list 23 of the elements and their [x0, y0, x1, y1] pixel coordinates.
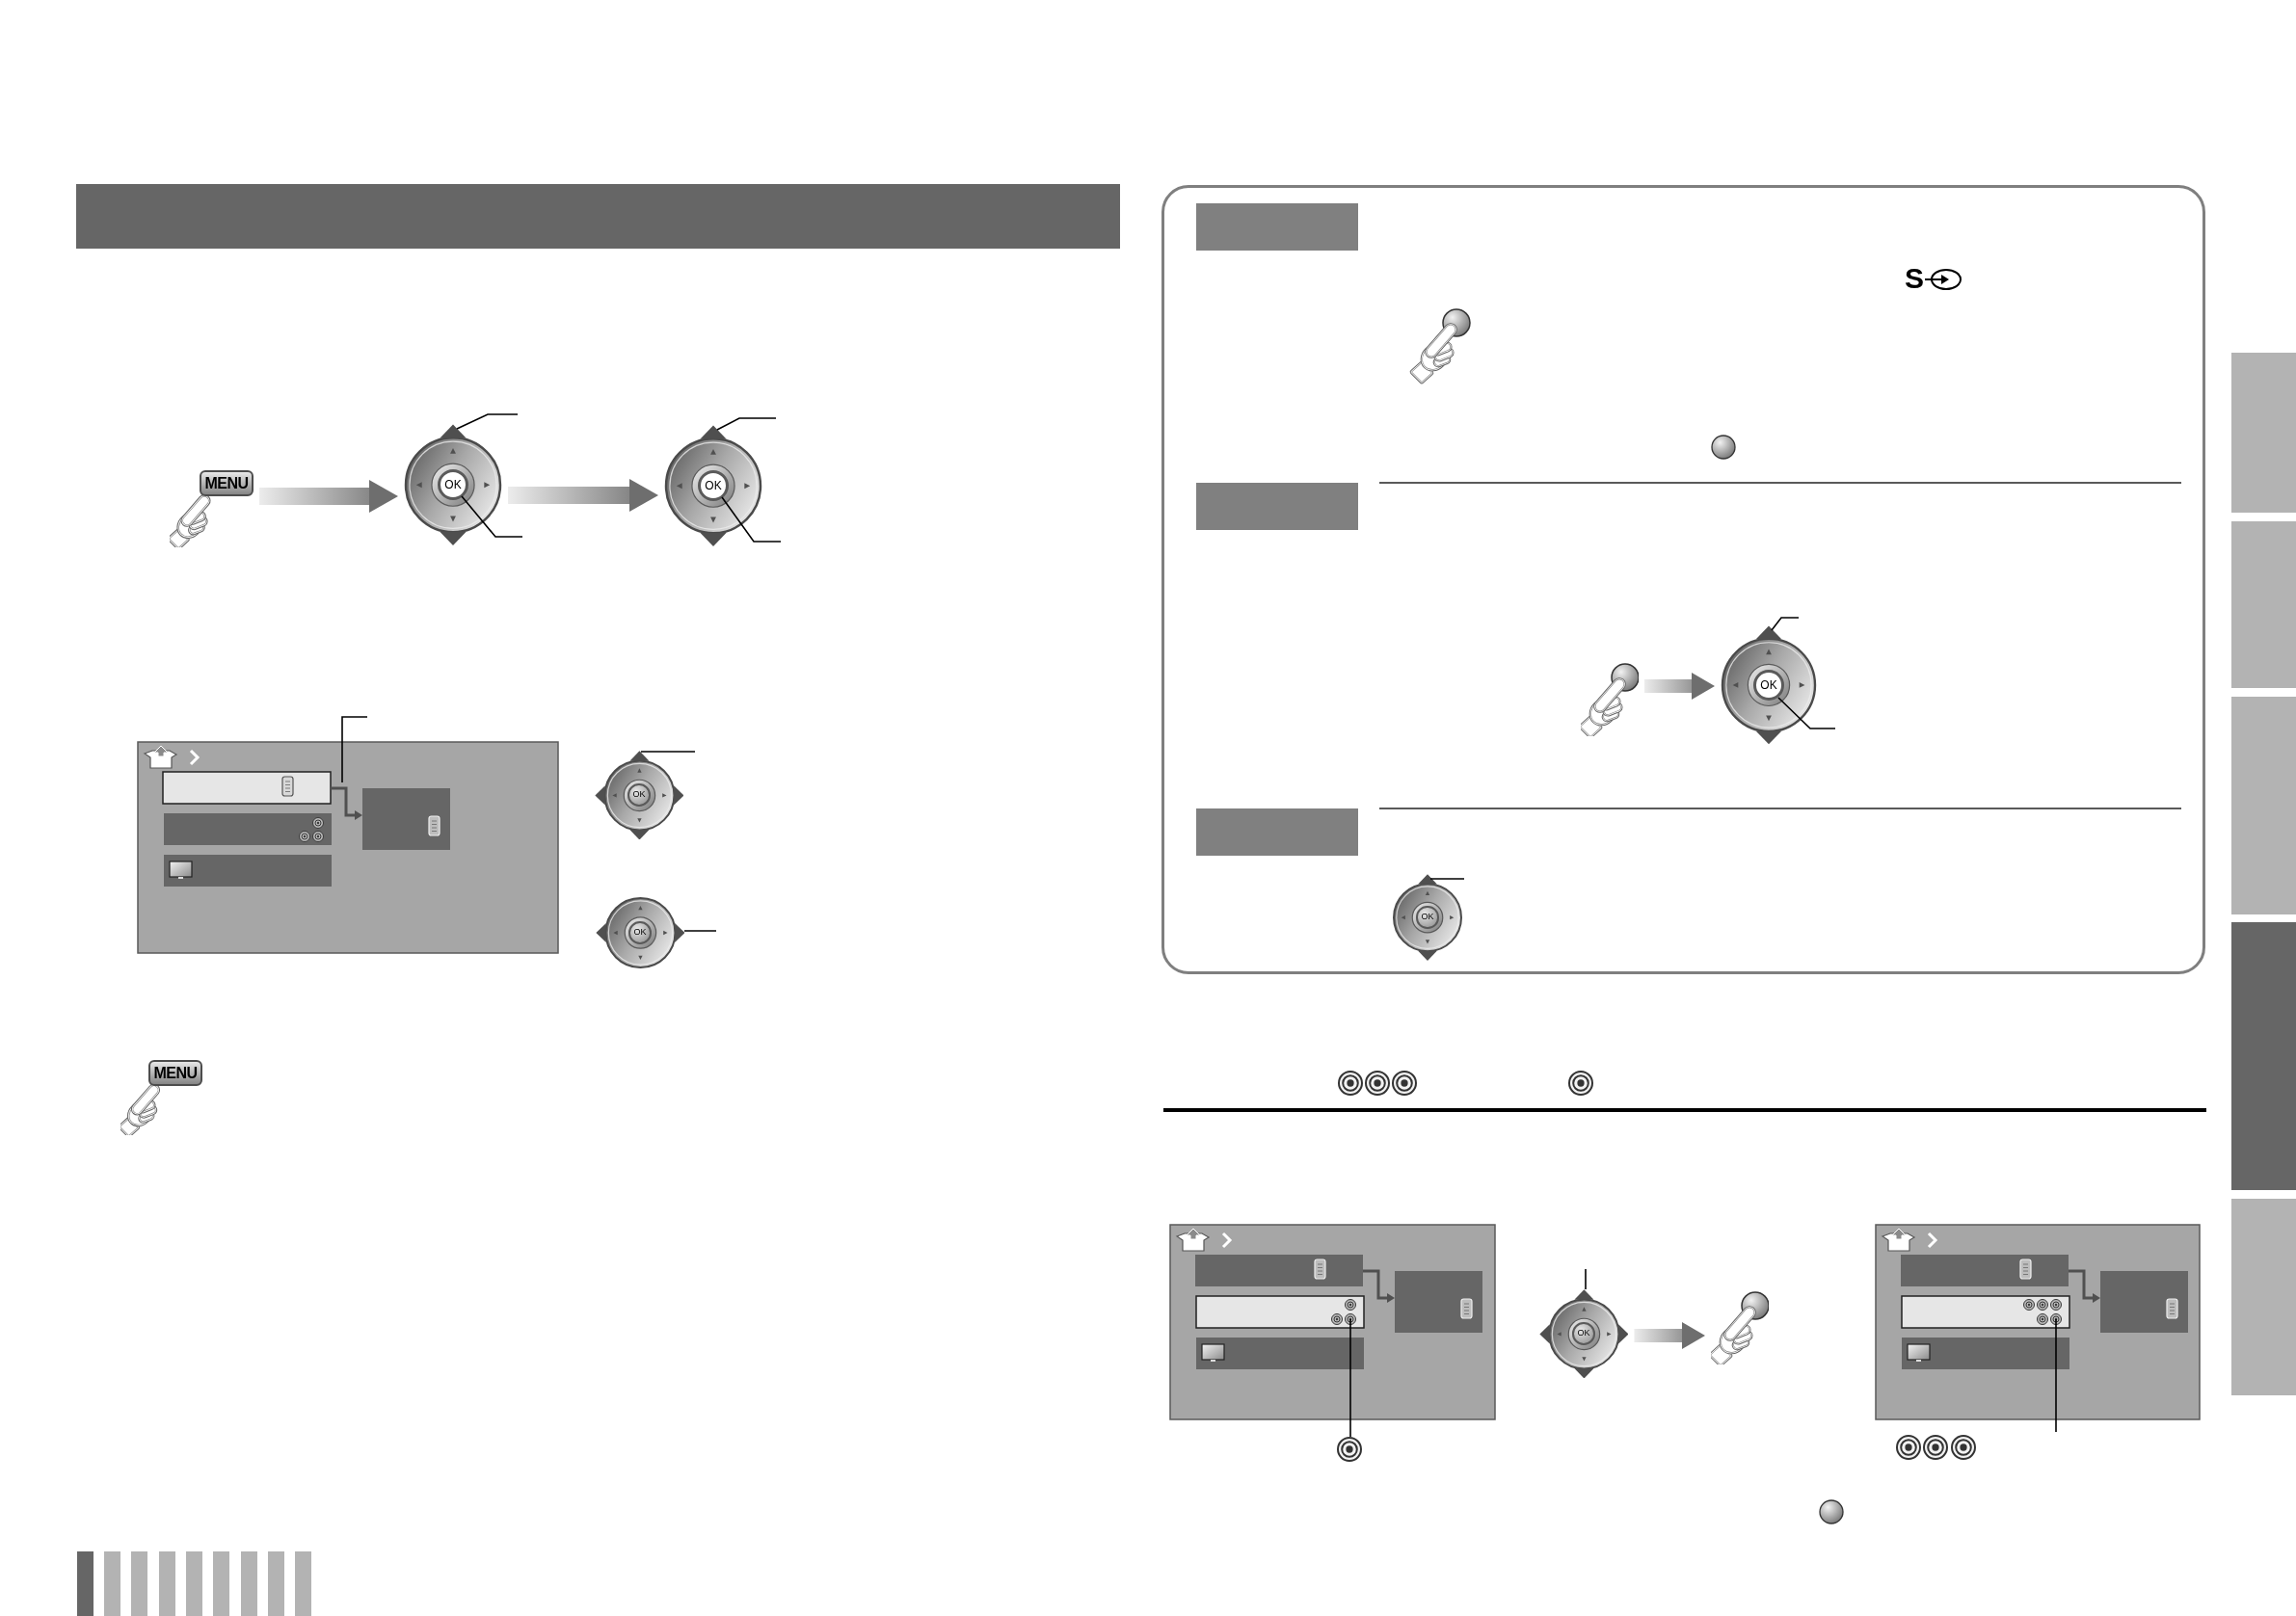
leader-line: [683, 930, 717, 932]
section-heading-bar: [1196, 483, 1358, 530]
leader-line: [721, 496, 782, 543]
input-label: S: [1905, 264, 1924, 293]
leader-line: [461, 495, 523, 538]
leader-line: [1585, 1268, 1587, 1290]
info-panel: [1161, 185, 2205, 974]
leader-line: [640, 751, 696, 753]
leader-line: [1771, 617, 1800, 631]
leader-line: [1429, 878, 1465, 880]
arrow: [508, 479, 658, 512]
arrow: [259, 480, 398, 513]
menu-key: MENU: [200, 470, 254, 496]
leader-line: [456, 413, 519, 430]
arrow: [1644, 673, 1715, 700]
heading-bar: [76, 184, 1120, 249]
arrow: [1634, 1322, 1705, 1349]
section-heading-bar: [1196, 808, 1358, 856]
leader-line: [1349, 1318, 1351, 1438]
menu-key: MENU: [148, 1060, 202, 1086]
leader-line: [716, 417, 777, 431]
leader-line: [1777, 697, 1836, 729]
section-heading-bar: [1196, 203, 1358, 251]
